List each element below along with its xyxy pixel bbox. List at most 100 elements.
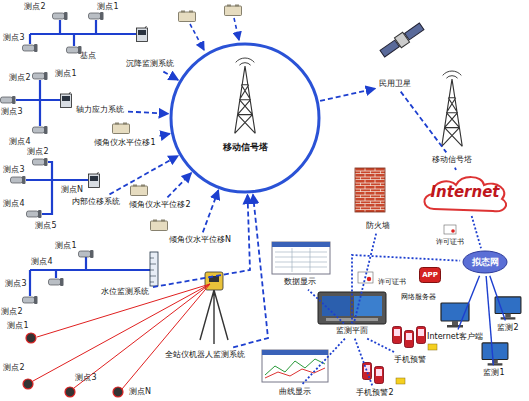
monitor-label: Internet客户端 xyxy=(425,331,485,342)
point-label: 测点N xyxy=(61,186,83,195)
signal-tower xyxy=(235,58,256,133)
point-label: 测点3 xyxy=(75,374,96,383)
system-label-text: 沉降监测系统 xyxy=(126,59,174,68)
sensor-icon xyxy=(23,44,38,52)
monitor-label: 监测2 xyxy=(495,322,520,333)
phone-icon xyxy=(363,327,426,384)
sensor-wire xyxy=(16,80,60,126)
tower-label: 移动信号塔 xyxy=(430,154,474,165)
phone-icon xyxy=(393,327,402,344)
module-link xyxy=(234,18,239,40)
prism-target xyxy=(23,379,33,389)
data-logger xyxy=(61,26,148,188)
point-label: 测点3 xyxy=(1,108,22,117)
connector xyxy=(486,276,493,365)
certificate-icon xyxy=(358,225,456,283)
prism-target xyxy=(65,387,75,397)
satellite-label: 民用卫星 xyxy=(377,78,413,89)
point-label: 基点 xyxy=(80,52,96,61)
wireless-module xyxy=(151,220,168,231)
data-screenshot xyxy=(272,242,330,274)
monitor-label-text: 监测1 xyxy=(483,368,504,377)
sensor-icon xyxy=(49,278,64,286)
prism-target xyxy=(26,333,36,343)
firewall-label-text: 防火墙 xyxy=(366,221,390,230)
data-screenshot xyxy=(272,242,330,247)
system-label-text: 水位监测系统 xyxy=(101,287,149,296)
sensor-icon xyxy=(27,210,42,218)
connector xyxy=(128,112,168,114)
module-label-text: 倾角仪水平位移2 xyxy=(129,200,190,209)
connector xyxy=(490,276,506,321)
point-label: 测点4 xyxy=(31,258,52,267)
phone-icon xyxy=(417,327,426,344)
connector xyxy=(354,234,376,324)
phone-icon xyxy=(405,331,414,348)
point-label: 测点2 xyxy=(24,3,45,12)
firewall-label: 防火墙 xyxy=(364,220,392,231)
phone-icon xyxy=(363,363,372,380)
sensor-icon xyxy=(67,46,82,54)
monitor-label-text: Internet客户端 xyxy=(427,332,483,341)
connector xyxy=(367,339,395,353)
cloud-outline xyxy=(424,177,506,211)
certificate-label-text: 许可证书 xyxy=(436,238,464,246)
wireless-module xyxy=(113,123,130,134)
connector xyxy=(163,72,178,80)
water-gauge xyxy=(150,252,158,286)
system-label-text: 轴力应力系统 xyxy=(76,105,124,114)
signal-hub-shape xyxy=(169,42,321,194)
connector xyxy=(160,134,170,136)
point-label: 测点2 xyxy=(9,74,30,83)
water-gauge xyxy=(150,252,158,286)
signal-tower xyxy=(442,71,463,146)
sensor-icon xyxy=(33,72,48,80)
firewall-wall xyxy=(355,168,385,212)
system-label-text: 内部位移系统 xyxy=(72,197,120,206)
monitor-label: 监测1 xyxy=(481,367,506,378)
sensor-icon xyxy=(23,296,38,304)
server-label: 网络服务器 xyxy=(399,292,438,302)
connector xyxy=(401,92,447,153)
sensor-icon xyxy=(1,12,104,304)
firewall-wall xyxy=(355,168,385,212)
point-label: 测点1 xyxy=(7,322,28,331)
wireless-module xyxy=(131,185,148,196)
laser-line xyxy=(33,284,210,381)
module-label-text: 倾角仪水平位移1 xyxy=(94,138,155,147)
connector xyxy=(167,173,191,197)
system-label: 轴力应力系统 xyxy=(74,104,126,115)
phone-label-text: 手机预警2 xyxy=(356,388,393,397)
connector xyxy=(458,276,480,330)
total-station xyxy=(200,290,228,344)
point-label: 测点1 xyxy=(97,3,118,12)
monitor-icon xyxy=(441,297,521,366)
data-logger xyxy=(89,172,100,188)
connector xyxy=(352,255,460,323)
sensor-icon xyxy=(89,12,104,20)
point-label: 测点4 xyxy=(3,200,24,209)
satellite xyxy=(379,21,425,58)
app-icon-text: APP xyxy=(422,271,438,279)
internet-cloud-text: Internet xyxy=(430,184,499,201)
signal-hub-text: 移动信号塔 xyxy=(223,142,268,152)
wireless-module xyxy=(179,11,196,22)
module-label: 倾角仪水平位移N xyxy=(167,234,233,245)
module-label-text: 倾角仪水平位移N xyxy=(169,235,231,244)
connector xyxy=(472,216,481,248)
laser-line xyxy=(122,284,210,389)
connector xyxy=(302,339,345,385)
satellite-label-text: 民用卫星 xyxy=(379,79,411,88)
system-label: 沉降监测系统 xyxy=(124,58,176,69)
point-label: 测点3 xyxy=(3,166,24,175)
network-oval xyxy=(463,251,507,273)
screen-label-text: 曲线显示 xyxy=(279,387,311,396)
sensor-wire xyxy=(30,256,150,296)
phone-icon xyxy=(375,367,384,384)
module-link xyxy=(190,24,204,50)
phone-label: 手机预警2 xyxy=(354,387,395,398)
satellite xyxy=(380,40,399,57)
monitor-icon xyxy=(482,343,508,366)
system-label: 内部位移系统 xyxy=(70,196,122,207)
signal-tower xyxy=(442,71,463,146)
